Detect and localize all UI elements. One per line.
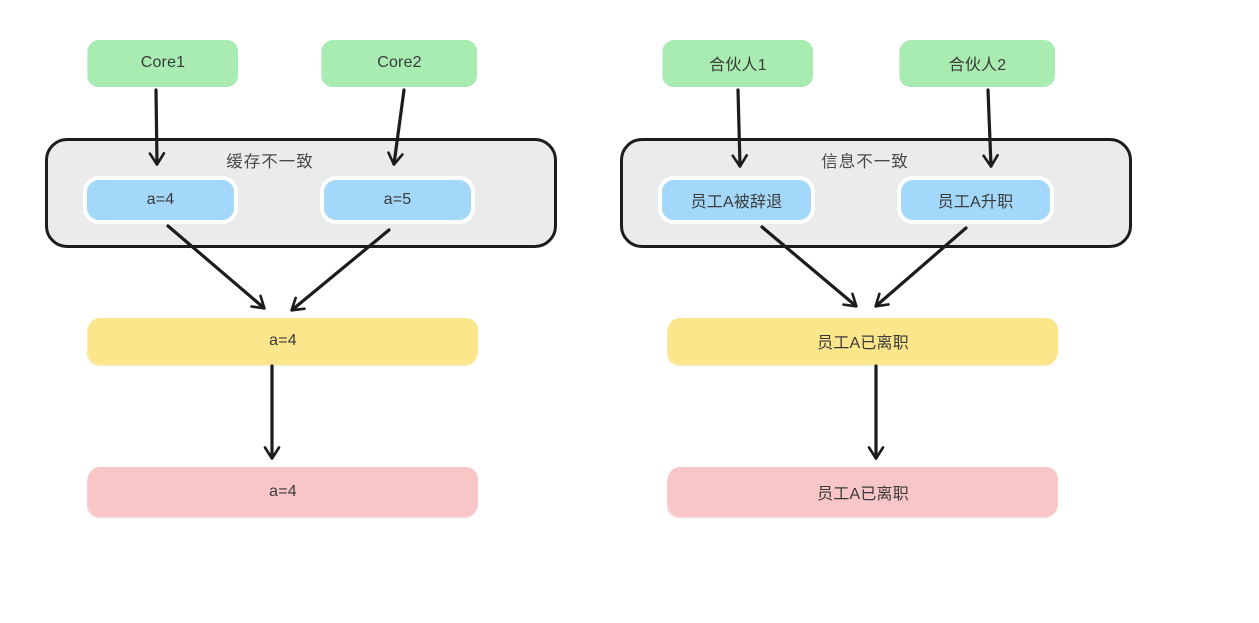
final-value-node-right: 员工A已离职 xyxy=(668,467,1058,516)
cache-inconsistency-title: 缓存不一致 xyxy=(226,153,314,171)
final-value-node-left: a=4 xyxy=(88,467,478,516)
info-fired-node: 员工A被辞退 xyxy=(658,176,815,224)
partner2-node: 合伙人2 xyxy=(900,40,1055,86)
info-inconsistency-title: 信息不一致 xyxy=(821,153,909,171)
core1-node: Core1 xyxy=(88,40,238,86)
cache-value-a5-node: a=5 xyxy=(320,176,475,224)
core2-node: Core2 xyxy=(322,40,477,86)
info-promoted-node: 员工A升职 xyxy=(897,176,1054,224)
partner1-node: 合伙人1 xyxy=(663,40,813,86)
merged-value-node-left: a=4 xyxy=(88,318,478,364)
merged-value-node-right: 员工A已离职 xyxy=(668,318,1058,364)
cache-value-a4-node: a=4 xyxy=(83,176,238,224)
